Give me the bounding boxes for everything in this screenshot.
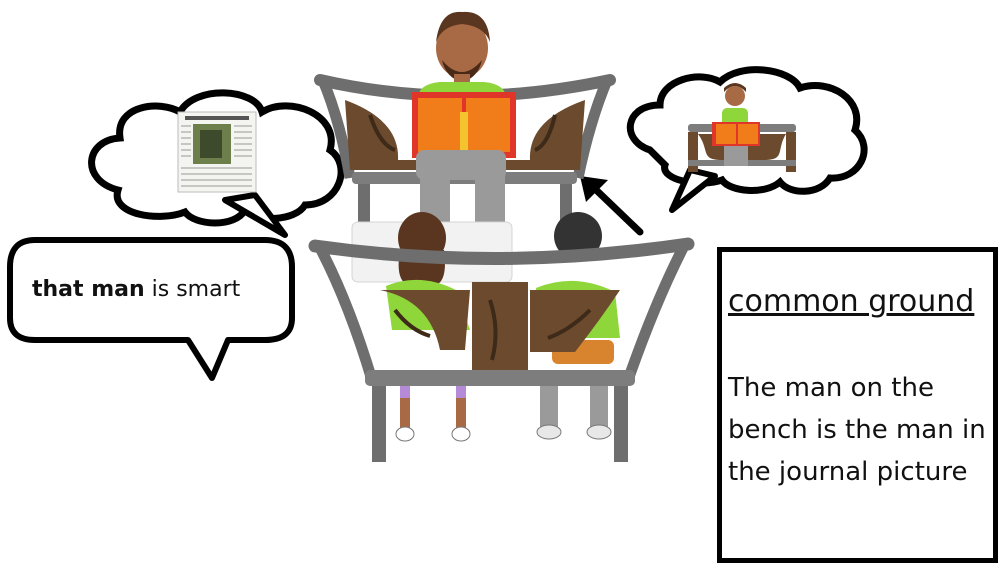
lower-bench-icon bbox=[308, 212, 695, 462]
journal-page-icon bbox=[177, 111, 257, 193]
common-ground-box: common ground The man on the bench is th… bbox=[717, 247, 998, 563]
arrow-icon bbox=[580, 176, 644, 236]
mini-reader-icon bbox=[688, 83, 796, 172]
speech-rest-text: is smart bbox=[144, 277, 241, 302]
common-ground-body: The man on the bench is the man in the j… bbox=[728, 373, 986, 487]
speech-bubble-icon bbox=[7, 237, 295, 381]
avatar-reader-icon bbox=[412, 11, 516, 239]
common-ground-title: common ground bbox=[728, 284, 975, 319]
speech-text: that man is smart bbox=[32, 277, 282, 302]
speech-bold-text: that man bbox=[32, 277, 145, 302]
